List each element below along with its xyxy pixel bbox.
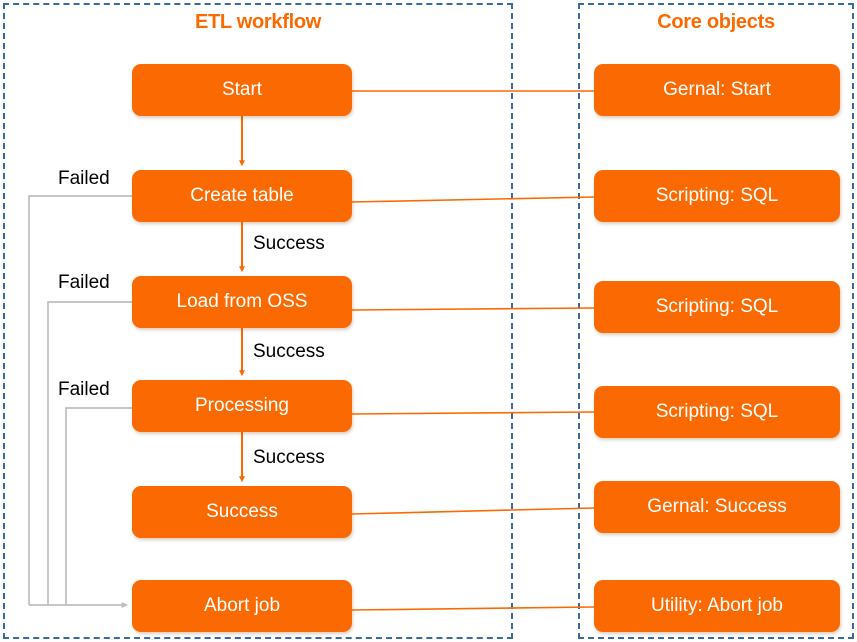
core-object-gernal-success[interactable]: Gernal: Success	[594, 481, 840, 533]
core-object-scripting-sql-create[interactable]: Scripting: SQL	[594, 170, 840, 222]
core-object-scripting-sql-load[interactable]: Scripting: SQL	[594, 281, 840, 333]
edge-label-failed-3: Failed	[58, 379, 110, 400]
edge-label-failed-1: Failed	[58, 168, 110, 189]
core-objects-title: Core objects	[657, 11, 775, 33]
failed-edges	[28, 195, 132, 609]
node-load-from-oss[interactable]: Load from OSS	[132, 276, 352, 328]
link-load-to-obj	[351, 307, 595, 311]
edge-label-success-1: Success	[253, 233, 325, 254]
edge-label-success-3: Success	[253, 447, 325, 468]
node-success[interactable]: Success	[132, 486, 352, 538]
link-create-to-obj	[351, 196, 595, 203]
node-abort-job[interactable]: Abort job	[132, 580, 352, 632]
etl-workflow-title: ETL workflow	[194, 11, 322, 33]
core-object-links	[351, 90, 595, 611]
core-objects-panel	[578, 3, 854, 639]
core-object-gernal-start[interactable]: Gernal: Start	[594, 64, 840, 116]
link-process-to-obj	[351, 411, 595, 415]
edge-load-failed	[47, 301, 132, 605]
edge-label-success-2: Success	[253, 341, 325, 362]
node-start[interactable]: Start	[132, 64, 352, 116]
node-create-table[interactable]: Create table	[132, 170, 352, 222]
edge-process-failed	[65, 407, 132, 605]
node-processing[interactable]: Processing	[132, 380, 352, 432]
edge-create-failed	[28, 195, 132, 605]
link-success-to-obj	[351, 507, 595, 515]
edge-label-failed-2: Failed	[58, 272, 110, 293]
core-object-scripting-sql-process[interactable]: Scripting: SQL	[594, 386, 840, 438]
link-abort-to-obj	[351, 606, 595, 611]
core-object-utility-abort-job[interactable]: Utility: Abort job	[594, 580, 840, 632]
etl-workflow-panel	[3, 3, 513, 639]
